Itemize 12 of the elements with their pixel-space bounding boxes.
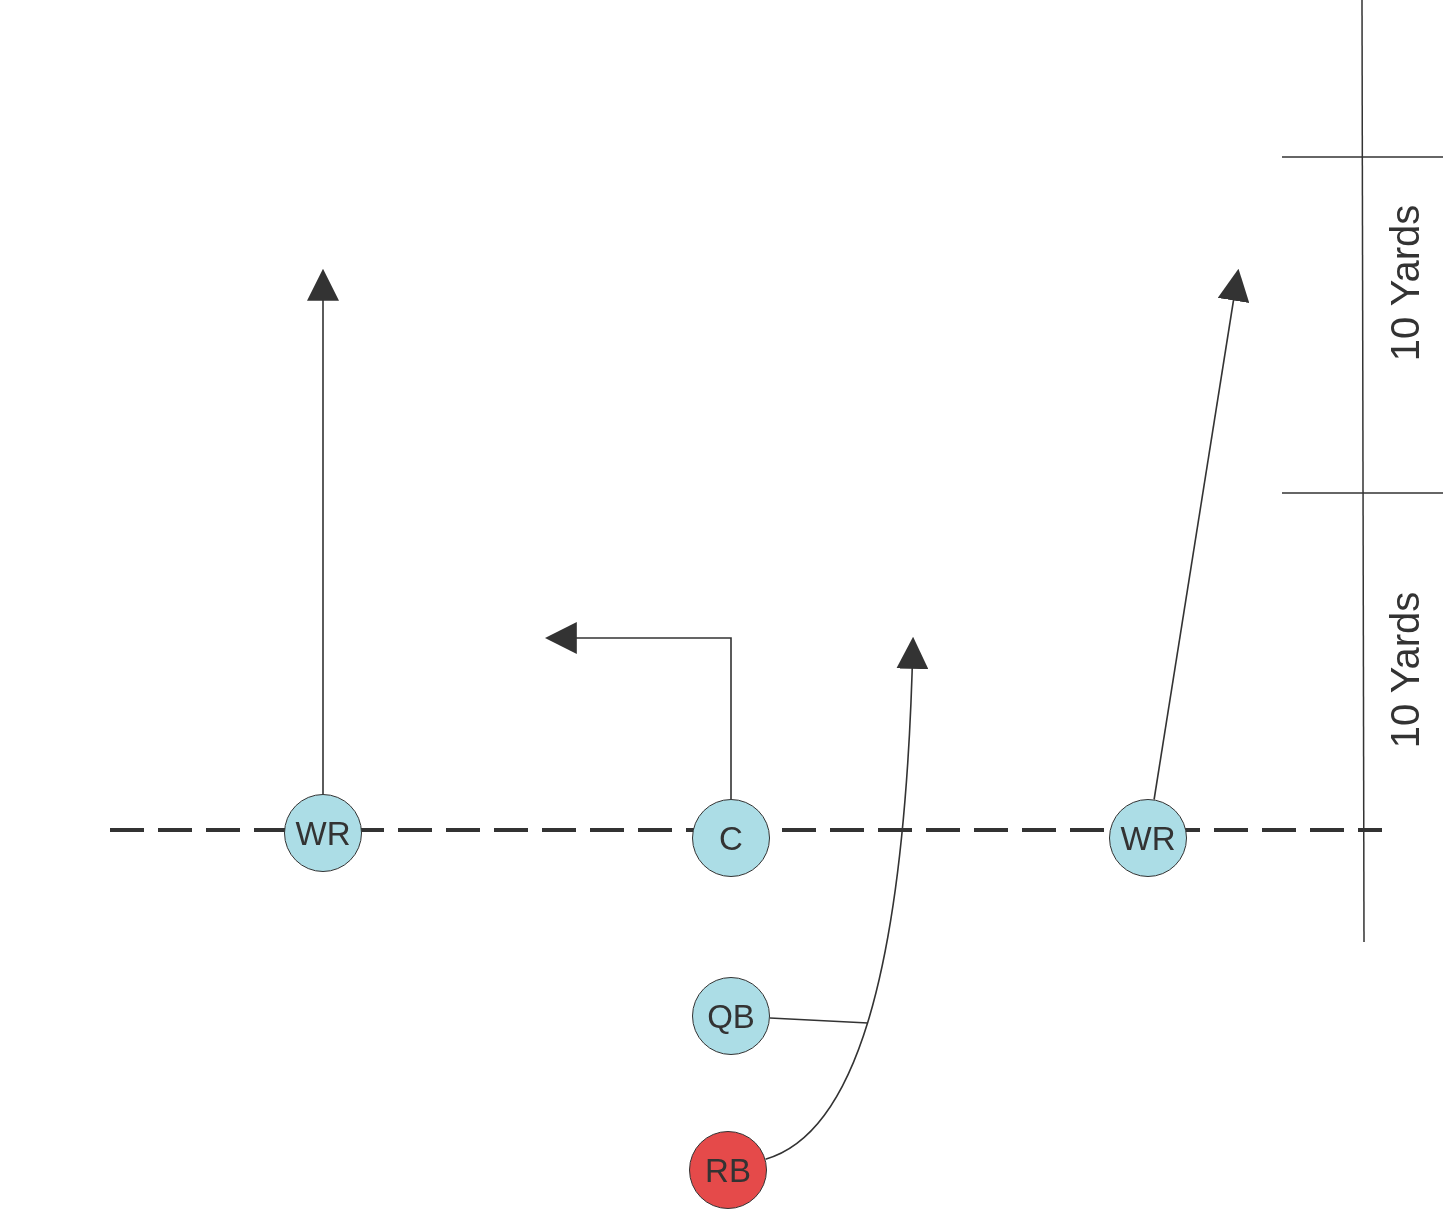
position-label: C: [719, 821, 743, 855]
block-line: [769, 1017, 869, 1024]
yard-label: 10 Yards: [1385, 591, 1426, 749]
route-arrow: [764, 636, 928, 1160]
position-label: RB: [705, 1153, 751, 1187]
position-label: WR: [295, 816, 351, 850]
position-label: WR: [1120, 821, 1176, 855]
yard-label: 10 Yards: [1385, 204, 1426, 362]
route-arrow: [307, 268, 339, 795]
route-arrow: [544, 622, 732, 800]
route-arrow: [1153, 268, 1250, 801]
position-label: QB: [707, 999, 755, 1033]
